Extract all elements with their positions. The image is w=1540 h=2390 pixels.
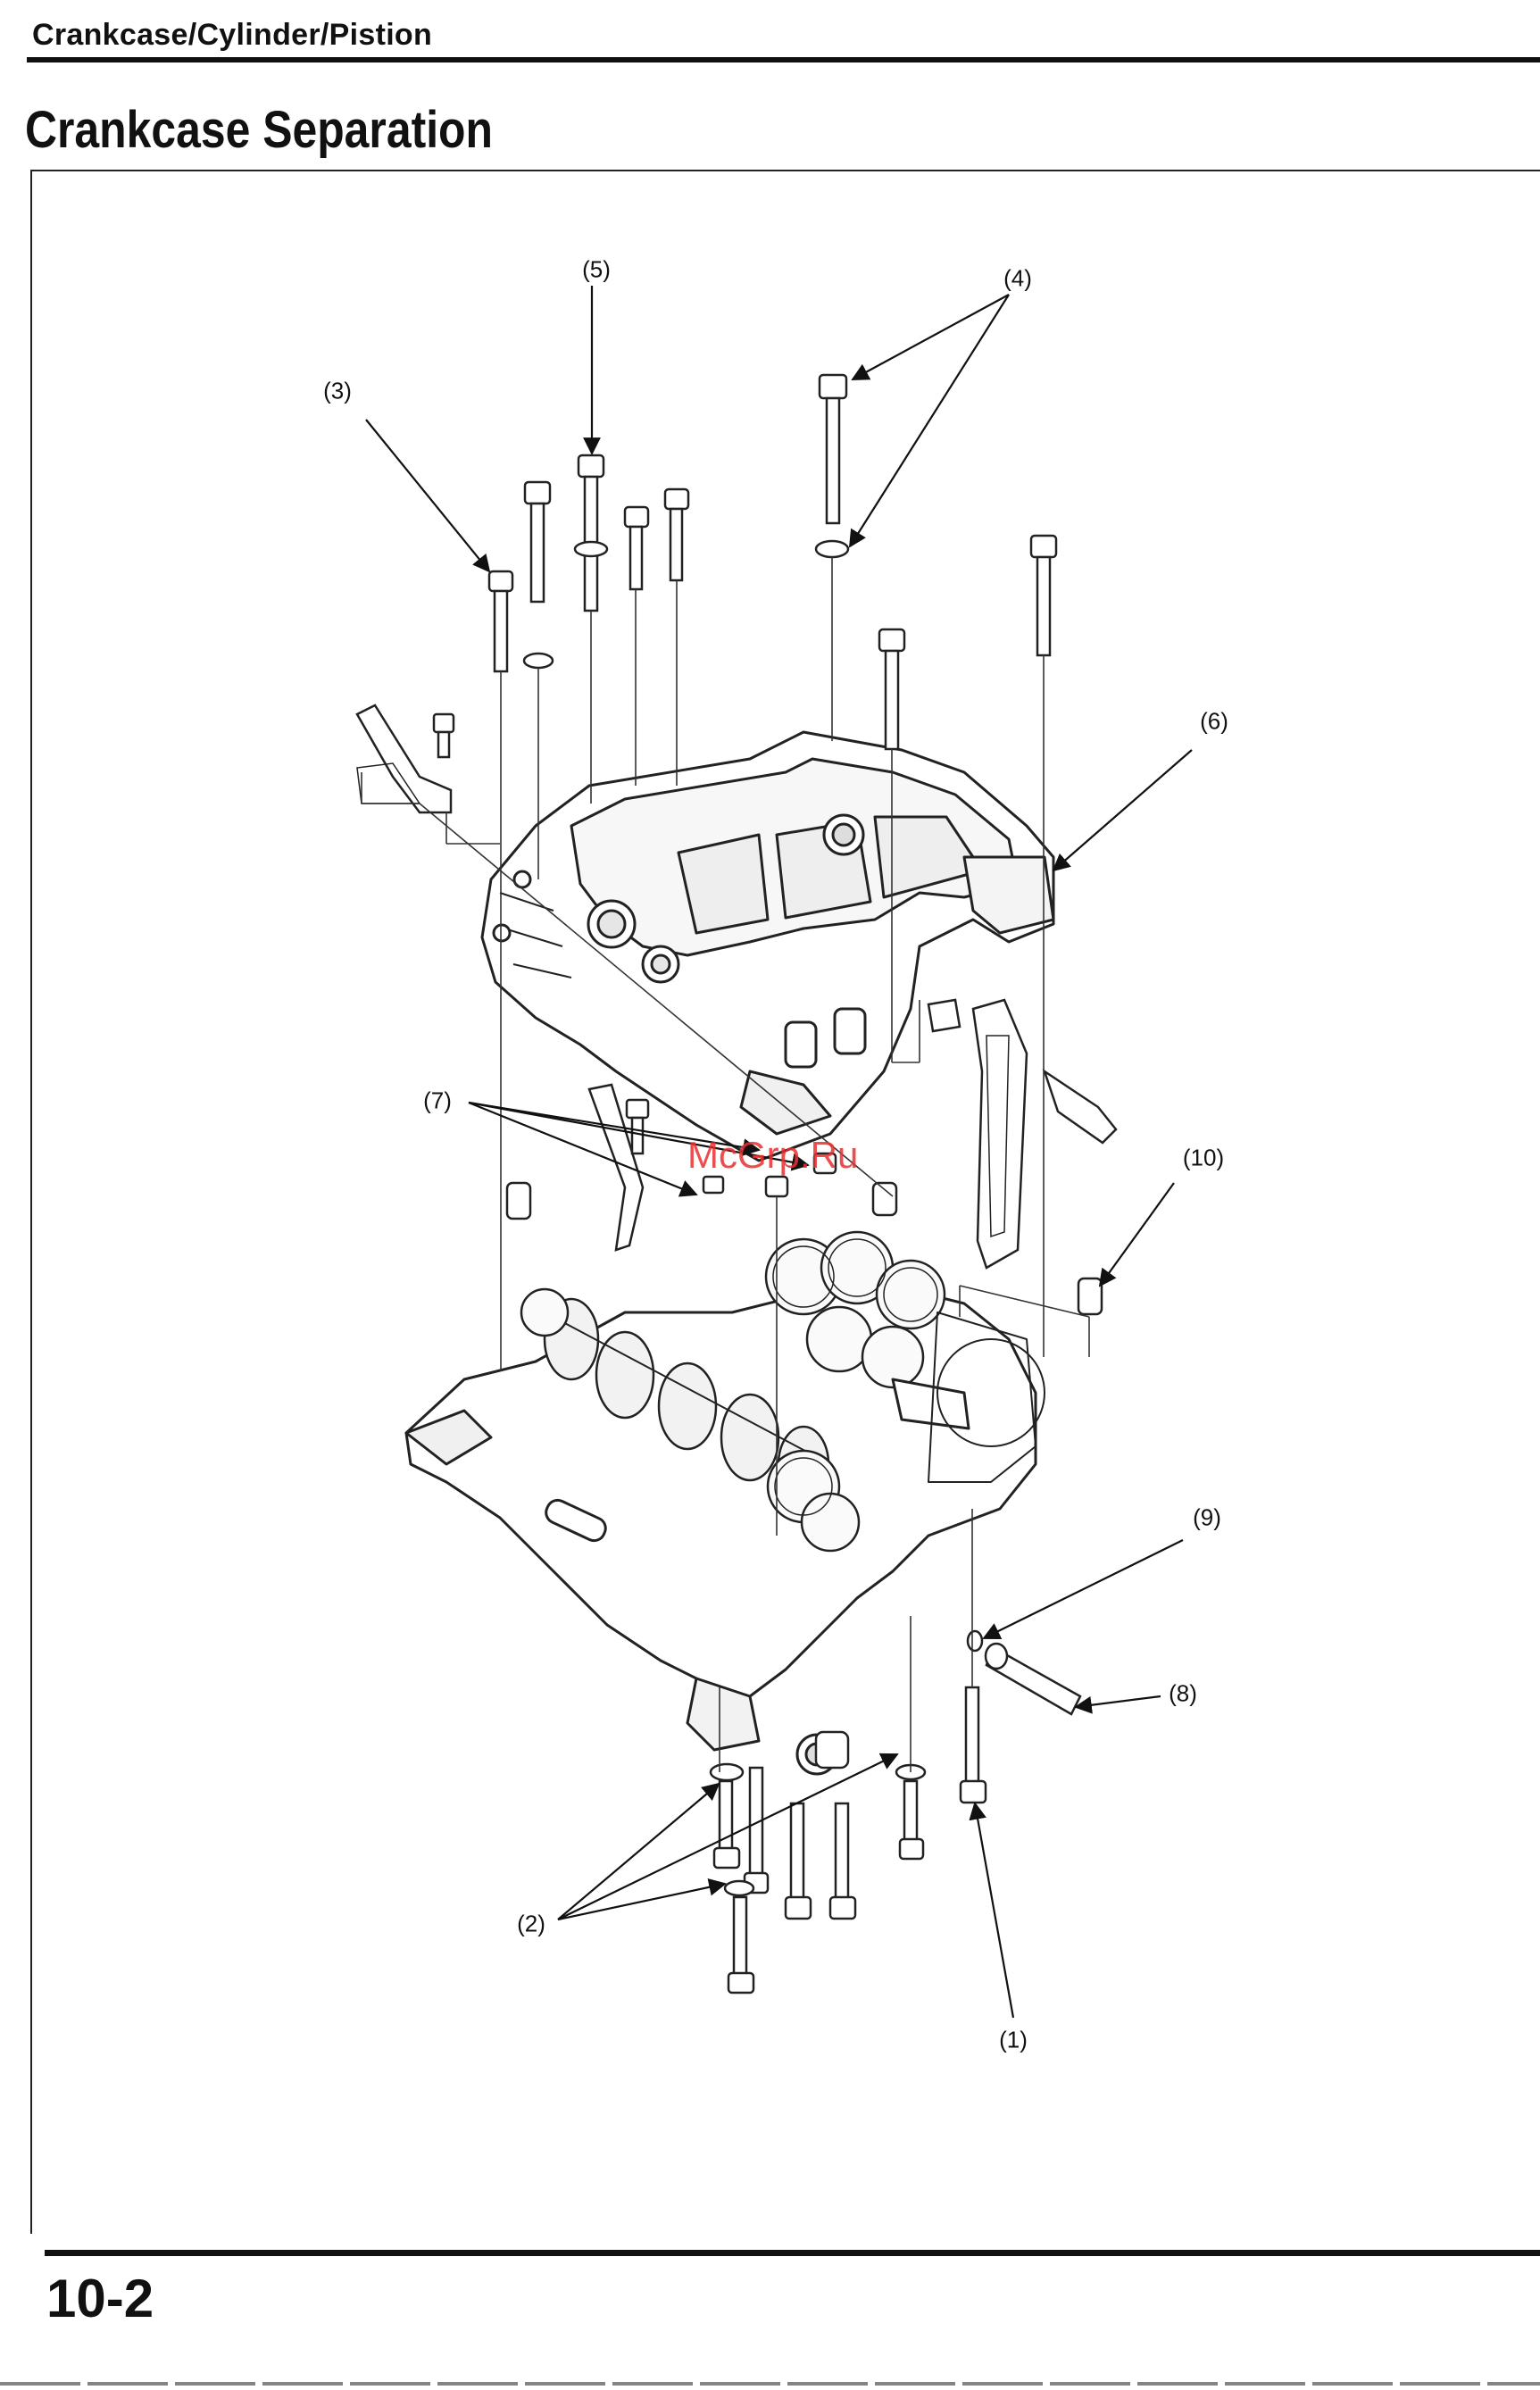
drain-plug-assembly [968,1631,1080,1714]
footer-rule [45,2250,1540,2256]
callout-6: (6) [1200,708,1228,736]
lower-crankcase [406,1232,1045,1774]
upper-crankcase [482,732,1053,1161]
upper-bolts [434,375,1056,757]
callout-1: (1) [999,2027,1028,2054]
page-number: 10-2 [46,2268,154,2329]
callout-3: (3) [323,378,352,405]
right-bracket [928,1000,1116,1268]
callout-10: (10) [1183,1145,1224,1172]
callout-4: (4) [1003,265,1032,293]
callout-2: (2) [517,1911,545,1938]
callout-7: (7) [423,1087,452,1115]
callout-5: (5) [582,256,611,284]
scan-edge [0,2382,1540,2386]
callout-9: (9) [1193,1504,1221,1532]
watermark: McGrp.Ru [687,1134,858,1177]
callout-8: (8) [1169,1680,1197,1708]
